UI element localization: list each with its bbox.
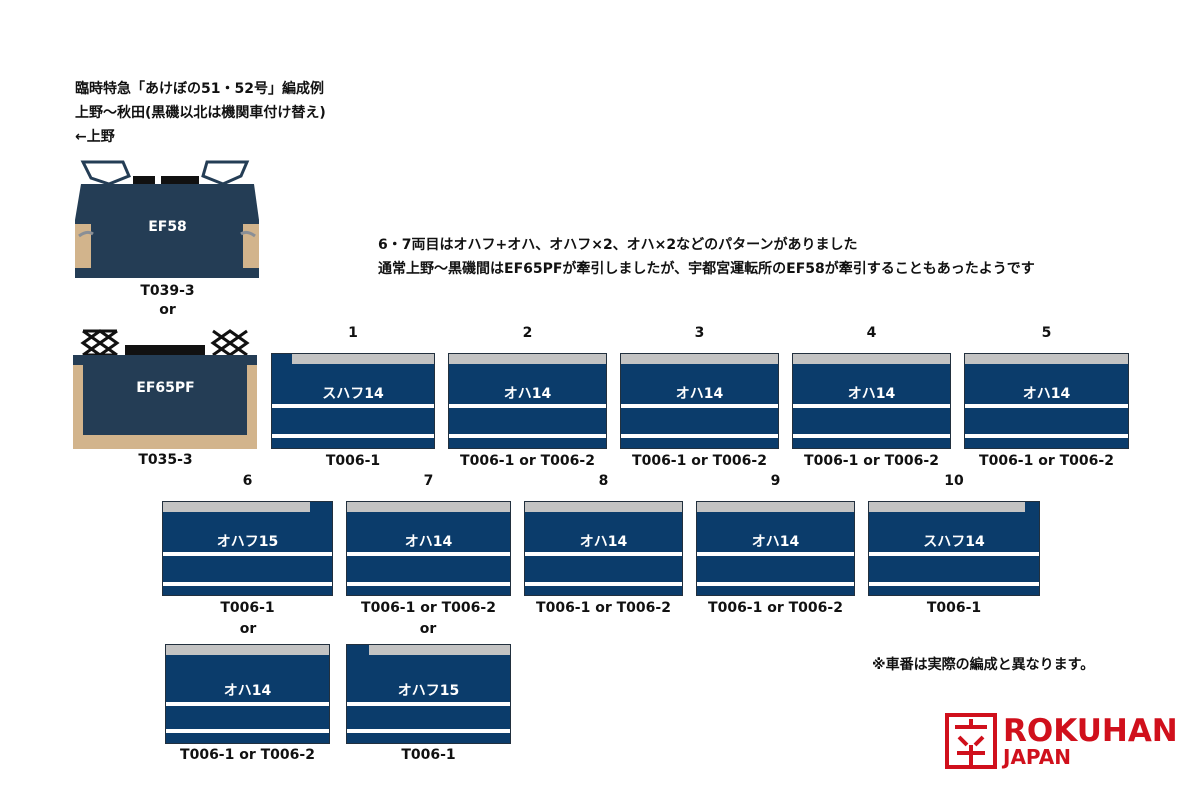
- car-name: オハ14: [404, 534, 453, 550]
- car-position-3: 3: [694, 325, 705, 341]
- car-model-8: T006-1 or T006-2: [536, 600, 671, 616]
- alt-car-7-model: T006-1: [401, 747, 456, 763]
- alt-or-label-6: or: [239, 621, 257, 637]
- car-name: オハ14: [223, 683, 272, 699]
- car-position-1: 1: [348, 325, 358, 341]
- alt-car-6-model: T006-1 or T006-2: [180, 747, 315, 763]
- passenger-car-10: スハフ14: [868, 501, 1040, 596]
- passenger-car-2: オハ14: [448, 353, 607, 449]
- passenger-car-9: オハ14: [696, 501, 855, 596]
- passenger-car-7: オハ14: [346, 501, 511, 596]
- locomotive-ef65pf: EF65PF: [73, 323, 258, 449]
- car-model-1: T006-1: [325, 453, 381, 469]
- locomotive-ef58: EF58: [75, 158, 260, 280]
- passenger-car-8: オハ14: [524, 501, 683, 596]
- rokuhan-logo: ROKUHAN JAPAN: [945, 711, 1178, 771]
- car-position-4: 4: [866, 325, 877, 341]
- note-line-1: 6・7両目はオハフ+オハ、オハフ×2、オハ×2などのパターンがありました: [378, 237, 858, 253]
- car-position-8: 8: [598, 473, 609, 489]
- passenger-car-1: スハフ14: [271, 353, 435, 449]
- car-name: オハ14: [579, 534, 628, 550]
- car-name: スハフ14: [923, 534, 985, 550]
- car-model-4: T006-1 or T006-2: [804, 453, 939, 469]
- car-model-6: T006-1: [220, 600, 275, 616]
- car-position-6: 6: [242, 473, 253, 489]
- disclaimer-text: ※車番は実際の編成と異なります。: [872, 657, 1095, 673]
- loco-name: EF58: [148, 219, 187, 235]
- alt-car-7: オハフ15: [346, 644, 511, 744]
- car-name: オハ14: [847, 386, 896, 402]
- car-name: オハフ15: [397, 683, 460, 699]
- alt-car-6: オハ14: [165, 644, 330, 744]
- logo-word-japan: JAPAN: [1003, 745, 1071, 769]
- car-name: オハ14: [751, 534, 800, 550]
- loco-model-label: T039-3: [140, 283, 195, 299]
- alt-or-label-7: or: [419, 621, 437, 637]
- car-model-2: T006-1 or T006-2: [460, 453, 595, 469]
- loco-name: EF65PF: [136, 380, 195, 396]
- rokuhan-mark-icon: [945, 713, 997, 769]
- car-position-9: 9: [770, 473, 781, 489]
- loco-or-label: or: [159, 302, 176, 318]
- car-model-7: T006-1 or T006-2: [361, 600, 496, 616]
- logo-word-rokuhan: ROKUHAN: [1003, 713, 1178, 749]
- car-position-7: 7: [423, 473, 434, 489]
- route-text: 上野～秋田(黒磯以北は機関車付け替え): [75, 105, 326, 121]
- car-name: オハ14: [1022, 386, 1071, 402]
- car-name: オハ14: [675, 386, 724, 402]
- passenger-car-3: オハ14: [620, 353, 779, 449]
- diagram-title: 臨時特急「あけぼの51・52号」編成例: [75, 81, 324, 97]
- loco-model-label: T035-3: [138, 452, 193, 468]
- car-model-5: T006-1 or T006-2: [979, 453, 1114, 469]
- passenger-car-6: オハフ15: [162, 501, 333, 596]
- passenger-car-4: オハ14: [792, 353, 951, 449]
- car-model-3: T006-1 or T006-2: [632, 453, 767, 469]
- note-line-2: 通常上野～黒磯間はEF65PFが牽引しましたが、宇都宮運転所のEF58が牽引する…: [378, 261, 1035, 277]
- car-name: スハフ14: [322, 386, 384, 402]
- car-position-2: 2: [522, 325, 533, 341]
- direction-text: ←上野: [75, 129, 115, 145]
- car-name: オハ14: [503, 386, 552, 402]
- passenger-car-5: オハ14: [964, 353, 1129, 449]
- car-model-10: T006-1: [926, 600, 982, 616]
- ef65pf-body-icon: [73, 329, 257, 449]
- ef58-body-icon: [75, 160, 259, 278]
- car-model-9: T006-1 or T006-2: [708, 600, 843, 616]
- car-position-10: 10: [944, 473, 964, 489]
- car-position-5: 5: [1041, 325, 1052, 341]
- car-name: オハフ15: [216, 534, 279, 550]
